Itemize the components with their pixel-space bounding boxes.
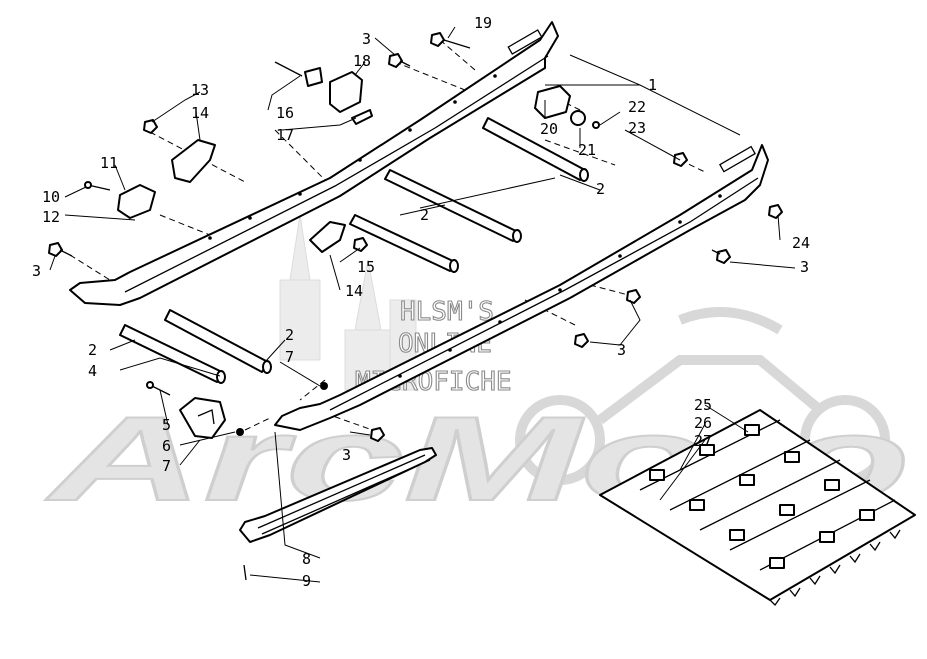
- side-rail-right: [274, 144, 769, 431]
- block-20: [534, 85, 571, 119]
- rail-holes: [398, 194, 722, 378]
- callout-7-lower: 7: [162, 457, 171, 475]
- callout-8: 8: [302, 550, 311, 568]
- callout-4: 4: [88, 362, 97, 380]
- callout-3-mid: 3: [617, 341, 626, 359]
- nut-icon: [143, 119, 158, 134]
- bolt-icon: [626, 289, 641, 304]
- callout-2-center: 2: [420, 206, 429, 224]
- cross-shaft: [119, 324, 226, 384]
- rail-holes: [208, 74, 497, 240]
- callout-25: 25: [694, 396, 712, 414]
- cross-shaft: [164, 309, 272, 374]
- callout-23: 23: [628, 119, 646, 137]
- callout-10: 10: [42, 188, 60, 206]
- cap-21: [570, 110, 586, 126]
- callout-14-upper: 14: [191, 104, 209, 122]
- bolt-icon: [574, 333, 589, 348]
- callouts: 1 19 3 18 16 17 13 14 11 10 12 3 2 2 15 …: [32, 14, 810, 590]
- callout-2-right: 2: [596, 180, 605, 198]
- block-18: [329, 71, 363, 113]
- bracket-14-upper: [171, 139, 216, 183]
- track-cleats: [649, 424, 875, 569]
- callout-21: 21: [578, 141, 596, 159]
- callout-13: 13: [191, 81, 209, 99]
- screw-icon: [243, 564, 247, 581]
- callout-7-upper: 7: [285, 348, 294, 366]
- callout-6: 6: [162, 437, 171, 455]
- callout-18: 18: [353, 52, 371, 70]
- callout-2-lower: 2: [285, 326, 294, 344]
- callout-3-right: 3: [800, 258, 809, 276]
- watermark-line-1: HLSM'S: [400, 297, 494, 327]
- part-17: [351, 109, 373, 125]
- callout-24: 24: [792, 234, 810, 252]
- nut-icon: [673, 152, 688, 167]
- rivet-icon: [236, 428, 244, 436]
- callout-20: 20: [540, 120, 558, 138]
- track-teeth: [769, 529, 901, 607]
- callout-12: 12: [42, 208, 60, 226]
- cross-shaft: [482, 117, 589, 182]
- callout-22: 22: [628, 98, 646, 116]
- side-rail-left: [69, 21, 559, 306]
- rivet-icon: [320, 382, 328, 390]
- track: [599, 409, 916, 607]
- brackets: [117, 61, 586, 439]
- bolt-icon: [711, 249, 731, 264]
- cross-shaft: [349, 214, 459, 273]
- callout-16: 16: [276, 104, 294, 122]
- wear-strip: [239, 447, 437, 543]
- callout-17: 17: [276, 126, 294, 144]
- callout-3-bottom: 3: [342, 446, 351, 464]
- nut-icon: [353, 237, 368, 252]
- callout-1: 1: [648, 76, 657, 94]
- callout-27: 27: [694, 432, 712, 450]
- callout-5: 5: [162, 416, 171, 434]
- screw-icon: [84, 181, 111, 191]
- bumper-6: [179, 397, 226, 439]
- bolt-icon: [430, 32, 471, 49]
- callout-26: 26: [694, 414, 712, 432]
- callout-3-left: 3: [32, 262, 41, 280]
- callout-3-top: 3: [362, 30, 371, 48]
- bolt-icon: [48, 242, 73, 257]
- bolt-icon: [370, 427, 385, 442]
- callout-11: 11: [100, 154, 118, 172]
- callout-19: 19: [474, 14, 492, 32]
- screw-icon: [592, 121, 600, 129]
- cross-shaft: [384, 169, 522, 243]
- callout-15: 15: [357, 258, 375, 276]
- leader-lines: [49, 26, 796, 583]
- tab-16: [304, 67, 323, 87]
- bracket-14-lower: [309, 221, 346, 253]
- cross-shafts: [119, 117, 589, 384]
- callout-2-left: 2: [88, 341, 97, 359]
- callout-9: 9: [302, 572, 311, 590]
- callout-14-lower: 14: [345, 282, 363, 300]
- block-11: [117, 184, 156, 219]
- nut-icon: [768, 204, 783, 219]
- bolt-icon: [388, 53, 411, 68]
